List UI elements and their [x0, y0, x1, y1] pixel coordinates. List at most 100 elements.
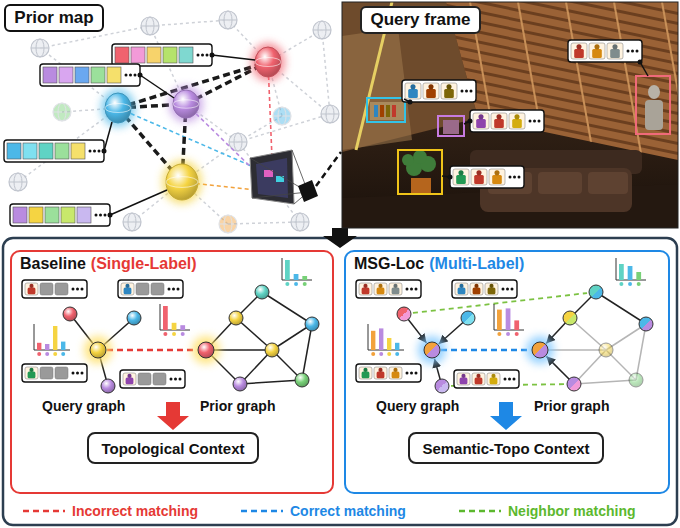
graph-edge: [636, 324, 646, 380]
hist-bar: [379, 328, 383, 350]
icon-figure: [363, 284, 367, 288]
hist-class-dot: [637, 282, 641, 286]
icon-figure: [28, 372, 36, 379]
icon-figure: [610, 49, 620, 58]
color-cell: [75, 67, 89, 83]
ellipsis-dot: [636, 50, 639, 53]
icon-figure: [29, 284, 33, 288]
ellipsis-dot: [81, 288, 84, 291]
icon-figure: [393, 284, 397, 288]
icon-tile: [423, 83, 439, 99]
legend-text: Correct matching: [290, 503, 406, 519]
statue-head: [648, 85, 660, 99]
panel-heading: MSG-Loc: [354, 255, 424, 272]
ellipsis-dot: [533, 120, 536, 123]
ellipsis-dot: [506, 288, 509, 291]
legend-text: Incorrect matching: [72, 503, 198, 519]
color-cell: [29, 207, 43, 223]
landmark-equator: [53, 112, 71, 113]
icon-figure: [459, 284, 463, 288]
icon-figure: [458, 288, 466, 295]
color-cell: [13, 207, 27, 223]
context-box: Semantic-Topo Context: [408, 432, 604, 464]
graph-node: [567, 377, 581, 391]
ellipsis-dot: [89, 150, 92, 153]
legend-item: Neighbor matching: [458, 503, 636, 519]
ellipsis-dot: [72, 288, 75, 291]
icon-tile: [151, 283, 164, 295]
hist-bar: [628, 266, 633, 280]
icon-figure: [410, 84, 415, 89]
rafter: [566, 2, 596, 170]
map-landmark: [321, 105, 339, 123]
hist-axis: [368, 324, 369, 350]
ellipsis-dot: [76, 288, 79, 291]
color-cell: [61, 207, 75, 223]
color-cell: [39, 143, 53, 159]
query-frame-image: [342, 2, 678, 228]
rafter: [518, 2, 548, 170]
object-ellipsoid: [166, 164, 198, 200]
hist-class-dot: [619, 282, 623, 286]
object-glow: [251, 43, 285, 81]
ellipsis-dot: [461, 90, 464, 93]
leader-dot: [138, 73, 143, 78]
icon-tile: [571, 43, 587, 59]
color-cell: [131, 47, 145, 63]
icon-figure: [474, 284, 478, 288]
icon-tile: [509, 113, 525, 129]
color-cell: [55, 143, 69, 159]
icon-tile: [457, 373, 470, 385]
icon-tile: [489, 169, 505, 185]
landmark-equator: [291, 222, 309, 223]
icon-tile: [123, 373, 136, 385]
leader-line: [110, 190, 167, 215]
ellipsis-dot: [410, 288, 413, 291]
icon-tile: [487, 373, 500, 385]
landmark-equator: [123, 222, 141, 223]
ellipsis-dot: [509, 176, 512, 179]
color-cell: [77, 207, 91, 223]
map-landmark: [53, 103, 71, 121]
ellipsis-dot: [415, 372, 418, 375]
hist-bar: [180, 325, 185, 330]
color-cell: [115, 47, 129, 63]
map-landmark: [31, 39, 49, 57]
object-glow: [101, 89, 135, 127]
ellipsis-dot: [174, 378, 177, 381]
detection-box: [636, 76, 670, 134]
icon-tile: [472, 373, 485, 385]
label-strip: [10, 204, 110, 226]
map-edge: [228, 222, 300, 224]
graph-edge: [262, 292, 312, 324]
sofa-seat: [480, 168, 632, 212]
hist-class-dot: [181, 332, 185, 336]
map-landmark: [219, 215, 237, 233]
map-landmark: [219, 11, 237, 29]
hist-class-dot: [37, 352, 41, 356]
hist-class-dot: [497, 332, 501, 336]
icon-figure: [494, 119, 504, 128]
hist-class-dot: [61, 352, 65, 356]
icon-figure: [126, 378, 134, 385]
graph-node: [461, 311, 475, 325]
ellipsis-dot: [81, 372, 84, 375]
hist-bar: [294, 274, 299, 280]
hist-bar: [619, 264, 624, 280]
ellipsis-dot: [465, 90, 468, 93]
icon-figure: [446, 84, 451, 89]
shelf-book: [374, 105, 378, 117]
landmark-equator: [229, 142, 247, 143]
strip-frame: [470, 110, 544, 132]
leader-dot: [468, 119, 473, 124]
prior-map-illustration: [4, 11, 341, 233]
graph-node: [435, 379, 449, 393]
color-cell: [91, 67, 105, 83]
msg-loc-panel: MSG-Loc(Multi-Label)Semantic-Topo Contex…: [344, 250, 670, 494]
node-glow: [84, 336, 112, 364]
strip-frame: [10, 204, 110, 226]
strip-frame: [120, 370, 185, 388]
legend-item: Incorrect matching: [22, 503, 198, 519]
hist-class-dot: [515, 332, 519, 336]
ellipsis-dot: [72, 372, 75, 375]
